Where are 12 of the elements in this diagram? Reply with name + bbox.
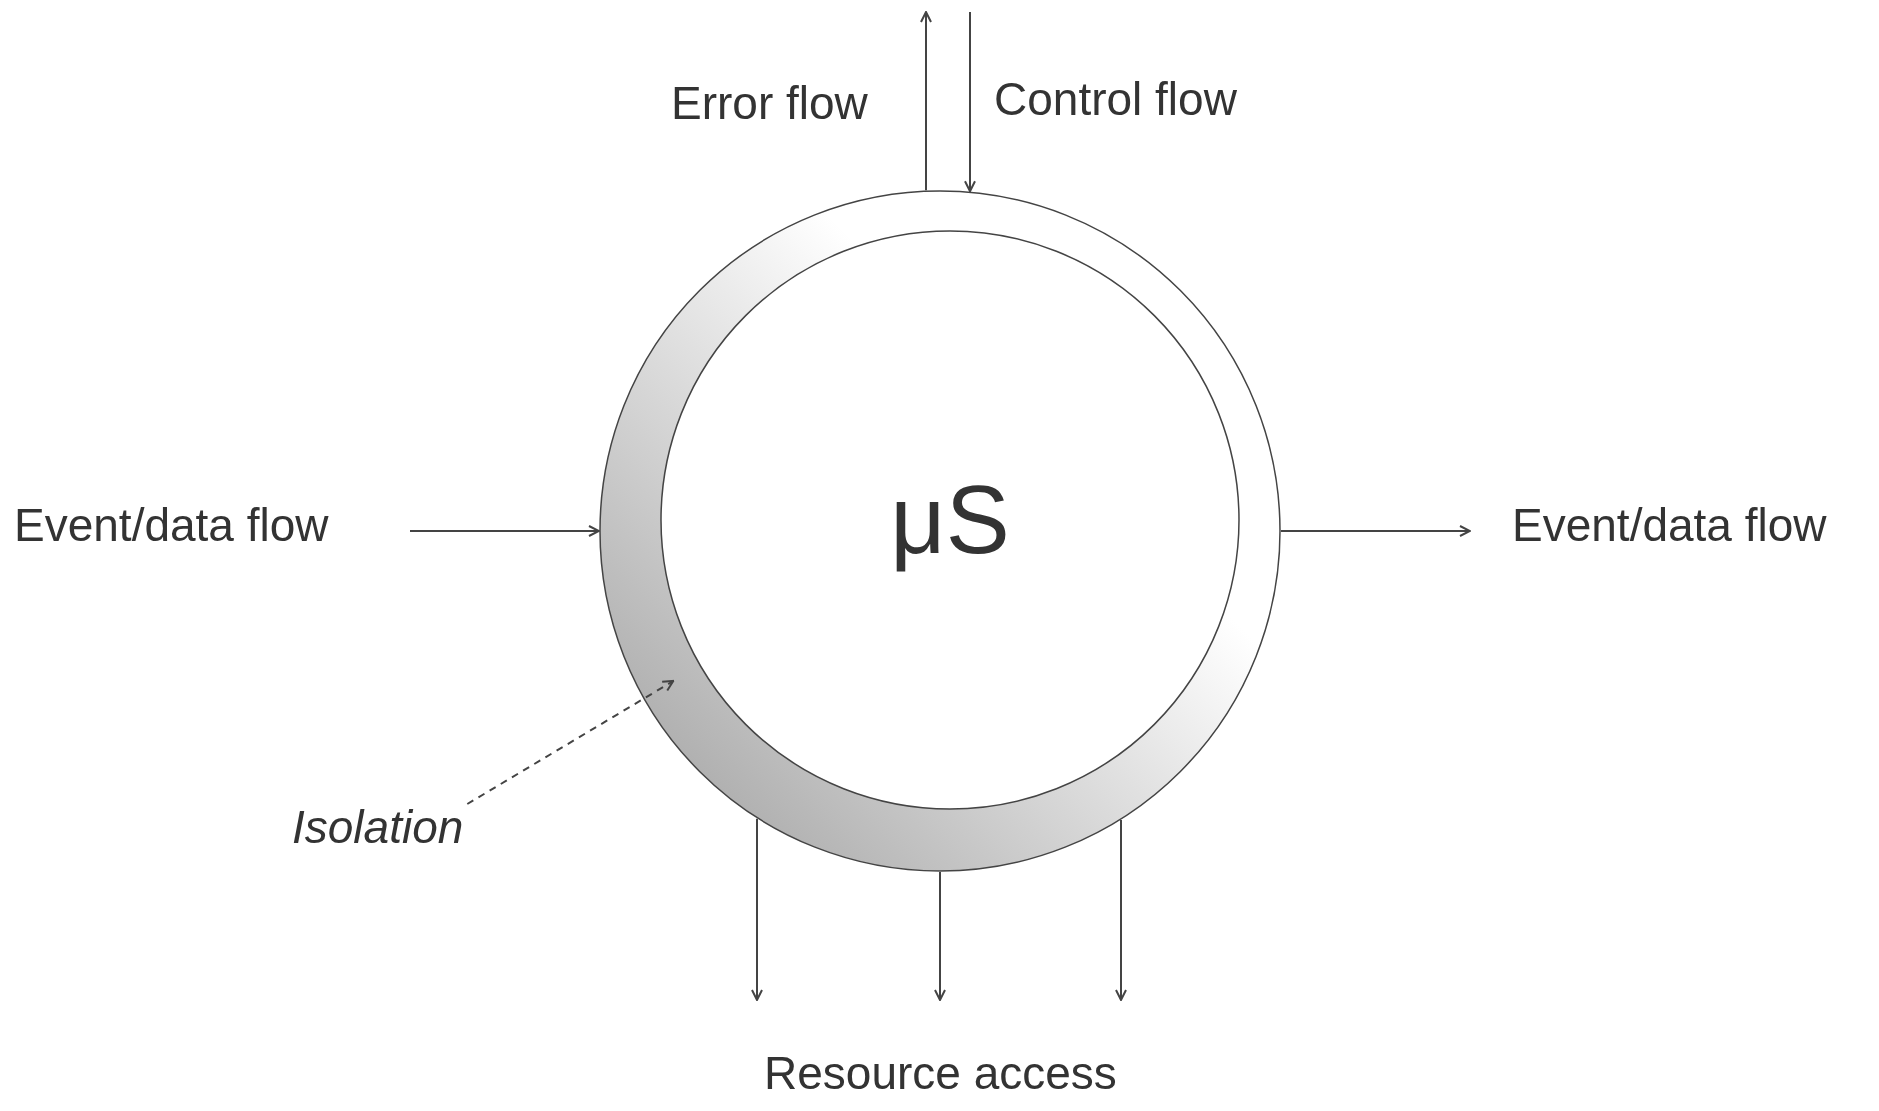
arrow xyxy=(409,525,600,537)
arrow xyxy=(964,11,976,193)
service-circle xyxy=(660,230,1240,810)
arrow xyxy=(1280,525,1471,537)
arrow xyxy=(920,11,932,192)
leader-arrow xyxy=(466,680,675,805)
isolation-ring xyxy=(599,190,1281,872)
arrow xyxy=(934,871,946,1001)
arrow xyxy=(751,817,763,1001)
node-label: μS xyxy=(890,465,1010,575)
callout-text: Isolation xyxy=(292,800,464,854)
arrow xyxy=(1115,819,1127,1001)
